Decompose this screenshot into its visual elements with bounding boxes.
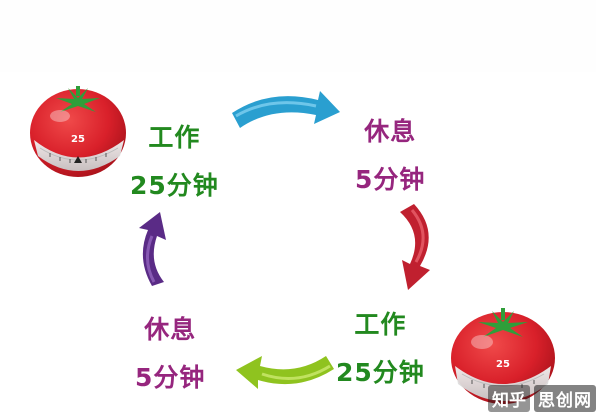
- tomato-timer-icon: [30, 86, 126, 177]
- rest-phase-label: 休息 5分钟: [135, 306, 205, 402]
- work-phase-label: 工作 25分钟: [336, 301, 425, 397]
- work-phase-label: 工作 25分钟: [130, 114, 219, 210]
- timer-dial-number: 25: [496, 359, 510, 370]
- phase-duration: 5分钟: [135, 363, 206, 392]
- timer-dial-number: 25: [71, 134, 85, 145]
- watermark: 知乎 思创网: [486, 378, 596, 418]
- rest-phase-label: 休息 5分钟: [355, 108, 425, 204]
- phase-title: 工作: [148, 123, 201, 152]
- cycle-arrow-icon: [139, 212, 166, 286]
- cycle-arrow-icon: [400, 204, 430, 290]
- phase-duration: 5分钟: [355, 165, 426, 194]
- tomato-timer-icon: [451, 308, 555, 404]
- phase-duration: 25分钟: [336, 358, 425, 387]
- cycle-arrow-icon: [232, 91, 340, 128]
- watermark-zhihu: 知乎: [488, 384, 530, 412]
- watermark-site: 思创网: [534, 384, 596, 412]
- cycle-arrow-icon: [236, 356, 334, 389]
- top-blank-area: [0, 0, 596, 72]
- phase-title: 工作: [354, 310, 407, 339]
- phase-title: 休息: [144, 315, 197, 344]
- phase-duration: 25分钟: [130, 171, 219, 200]
- phase-title: 休息: [364, 117, 417, 146]
